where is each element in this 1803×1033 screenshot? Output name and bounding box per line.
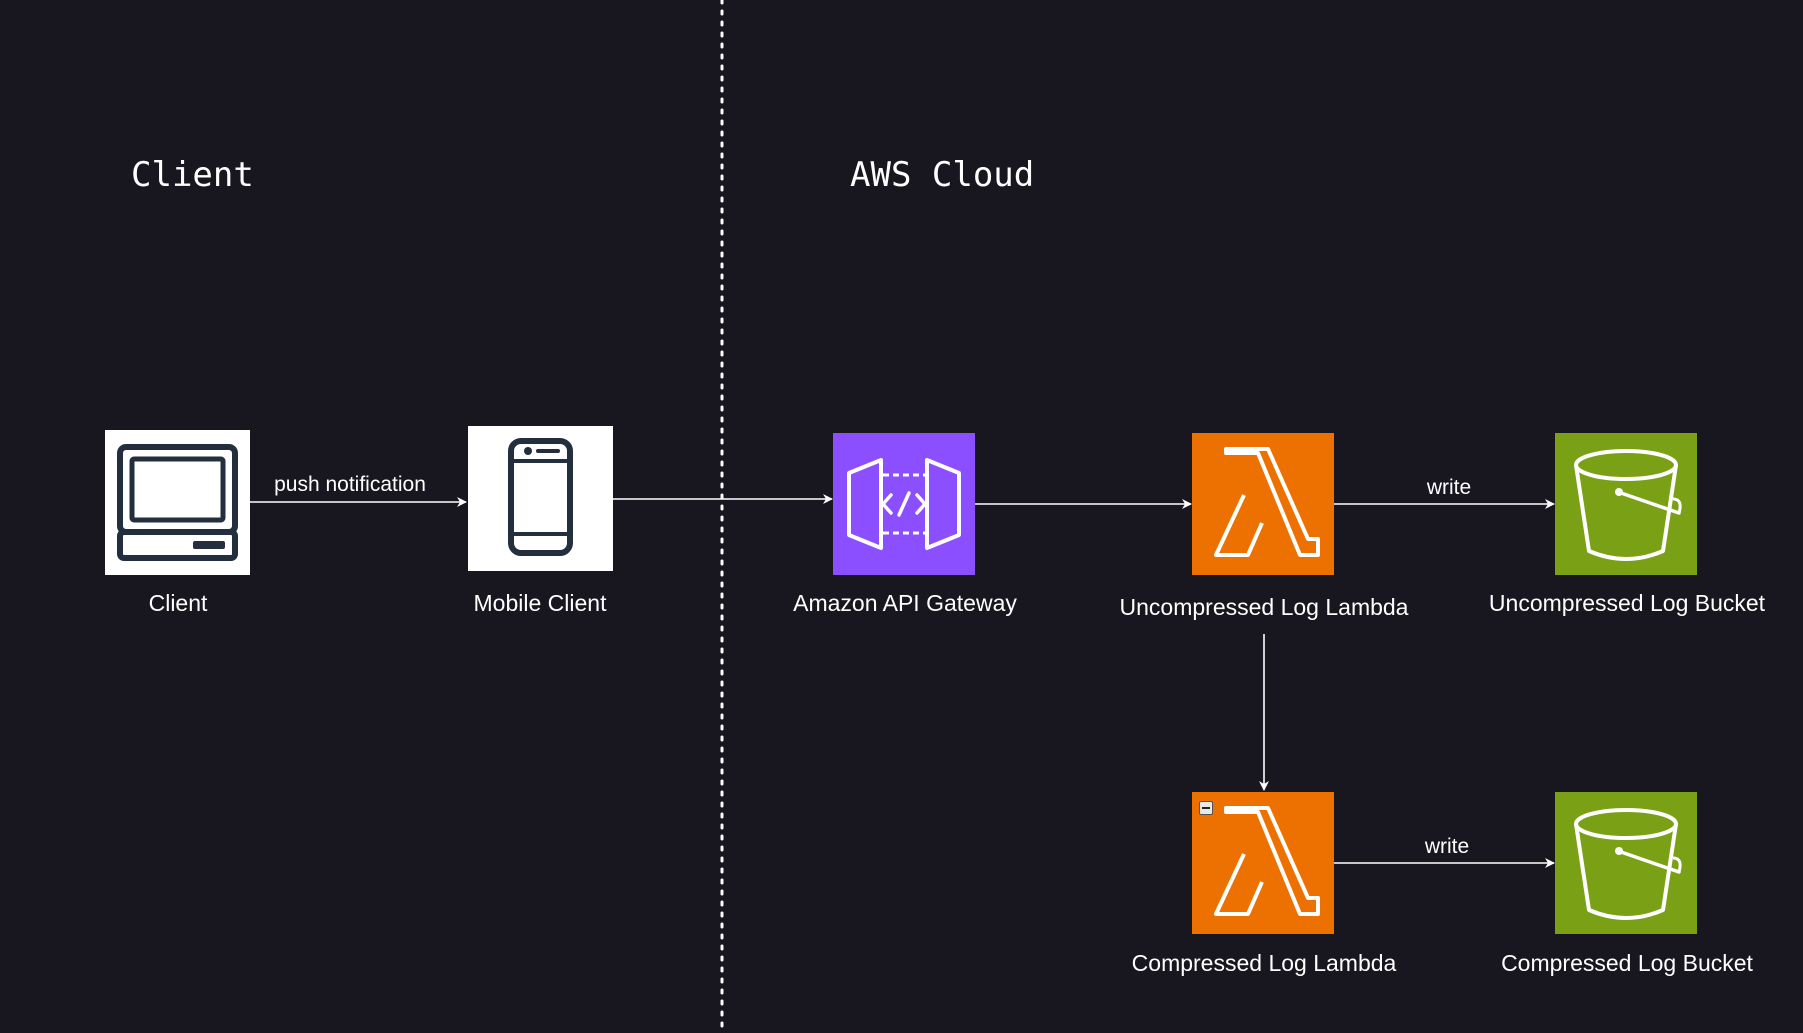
edge-label-push-notification: push notification — [274, 473, 426, 496]
node-mobile-client[interactable] — [468, 426, 613, 571]
node-label-uncompressed-lambda: Uncompressed Log Lambda — [1119, 594, 1409, 620]
edge-label-uncompressed-write: write — [1426, 476, 1472, 499]
edge-label-compressed-write: write — [1424, 835, 1470, 858]
api-gateway-icon — [847, 458, 961, 550]
node-client[interactable] — [105, 430, 250, 575]
node-label-api-gateway: Amazon API Gateway — [793, 590, 1017, 616]
node-label-mobile-client: Mobile Client — [473, 590, 607, 616]
collapse-icon[interactable] — [1199, 801, 1213, 815]
node-api-gateway[interactable] — [833, 433, 975, 575]
mobile-phone-icon — [508, 438, 573, 556]
node-label-uncompressed-bucket: Uncompressed Log Bucket — [1488, 590, 1766, 616]
s3-bucket-icon — [1574, 449, 1682, 561]
s3-bucket-icon — [1574, 808, 1682, 920]
node-uncompressed-bucket[interactable] — [1555, 433, 1697, 575]
node-uncompressed-lambda[interactable] — [1192, 433, 1334, 575]
zone-title-aws-cloud: AWS Cloud — [850, 155, 1035, 195]
zone-title-client: Client — [131, 155, 254, 195]
lambda-icon — [1214, 447, 1320, 557]
lambda-icon — [1214, 806, 1320, 916]
laptop-icon — [117, 444, 238, 561]
node-compressed-bucket[interactable] — [1555, 792, 1697, 934]
node-label-compressed-lambda: Compressed Log Lambda — [1131, 950, 1397, 976]
node-compressed-lambda[interactable] — [1192, 792, 1334, 934]
node-label-client: Client — [148, 590, 208, 616]
node-label-compressed-bucket: Compressed Log Bucket — [1501, 950, 1753, 976]
